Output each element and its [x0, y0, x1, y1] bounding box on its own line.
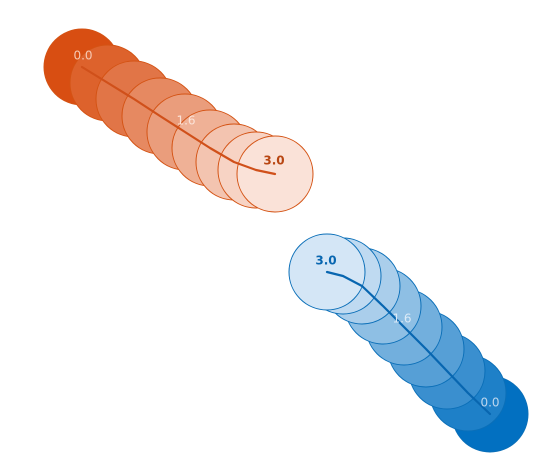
trajectory-blue-time-label: 3.0: [315, 254, 336, 268]
trajectory-orange-time-label: 1.6: [176, 114, 195, 128]
trajectory-orange-time-label: 3.0: [263, 154, 284, 168]
trajectory-blue-time-label: 1.6: [392, 312, 411, 326]
trajectory-blue: 0.0 1.6 3.0: [288, 233, 529, 453]
trajectory-blue-path: [325, 270, 492, 416]
trajectory-orange-path: [80, 65, 277, 176]
trajectory-orange-time-label: 0.0: [73, 49, 92, 63]
trajectory-orange: 0.0 1.6 3.0: [43, 28, 314, 213]
trajectory-blue-time-label: 0.0: [480, 396, 499, 410]
